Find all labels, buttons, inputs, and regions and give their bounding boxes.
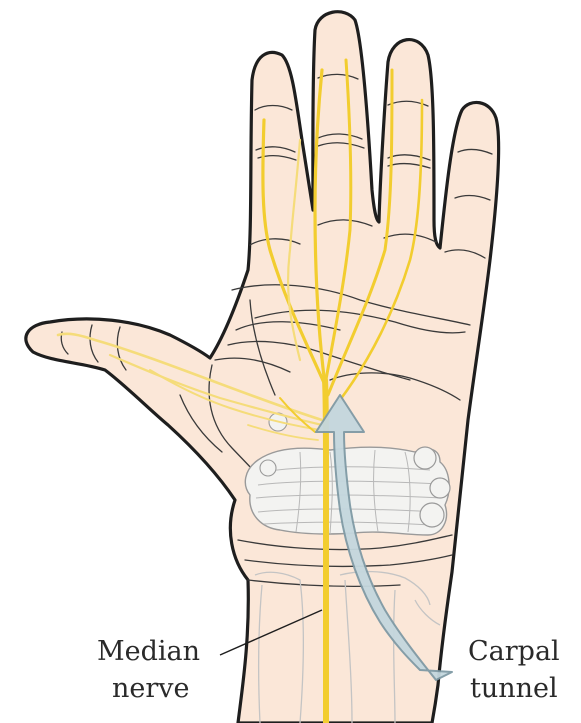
carpal-tunnel-label-line2: tunnel	[470, 673, 558, 704]
median-nerve-label-line1: Median	[97, 636, 200, 667]
carpal-tunnel-label-line1: Carpal	[468, 636, 560, 667]
median-nerve-label-line2: nerve	[112, 673, 190, 704]
